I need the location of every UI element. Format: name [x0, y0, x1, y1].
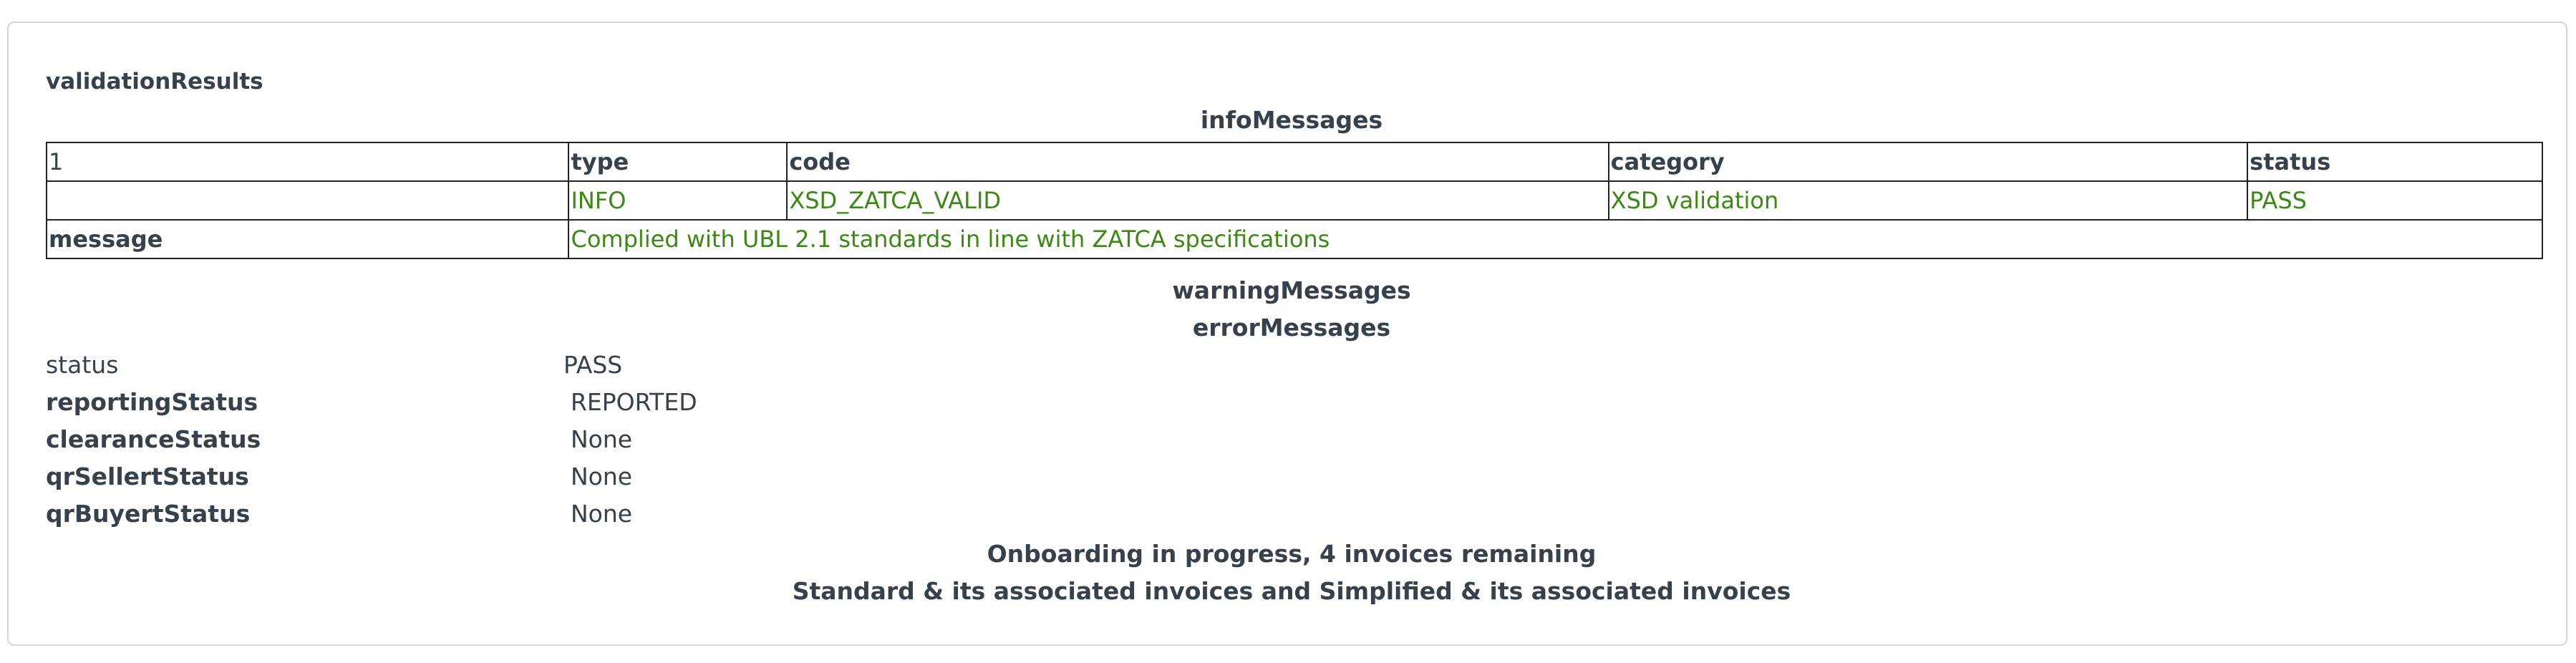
validation-card: validationResults infoMessages 1 type co…: [7, 21, 2567, 646]
column-code-header: code: [786, 142, 1609, 182]
info-messages-heading: infoMessages: [1200, 106, 1383, 134]
column-category-header: category: [1607, 142, 2249, 182]
type-cell: INFO: [568, 180, 788, 221]
table-row: INFO XSD_ZATCA_VALID XSD validation PASS: [45, 180, 2543, 221]
qr-seller-status-label: qrSellertStatus: [46, 463, 249, 490]
qr-buyer-status-value: None: [571, 500, 633, 528]
code-cell: XSD_ZATCA_VALID: [786, 180, 1609, 221]
onboarding-invoice-types-text: Standard & its associated invoices and S…: [792, 577, 1791, 605]
qr-buyer-status-label: qrBuyertStatus: [46, 500, 251, 528]
status-value: PASS: [563, 351, 623, 379]
info-messages-table: 1 type code category status INFO XSD_ZAT…: [45, 142, 2543, 259]
status-cell: PASS: [2247, 180, 2543, 221]
qr-seller-status-value: None: [571, 463, 633, 490]
table-header-row: 1 type code category status: [45, 142, 2543, 182]
column-index-header: 1: [45, 142, 570, 182]
message-row: message Complied with UBL 2.1 standards …: [45, 219, 2543, 259]
section-title: validationResults: [46, 69, 263, 95]
category-cell: XSD validation: [1607, 180, 2249, 221]
onboarding-progress-text: Onboarding in progress, 4 invoices remai…: [987, 540, 1597, 568]
reporting-status-value: REPORTED: [571, 388, 697, 416]
warning-messages-heading: warningMessages: [1172, 276, 1411, 304]
reporting-status-label: reportingStatus: [46, 388, 258, 416]
status-label: status: [46, 351, 119, 379]
clearance-status-label: clearanceStatus: [46, 425, 261, 453]
error-messages-heading: errorMessages: [1192, 314, 1391, 342]
column-status-header: status: [2247, 142, 2543, 182]
column-type-header: type: [568, 142, 788, 182]
clearance-status-value: None: [571, 425, 633, 453]
message-value: Complied with UBL 2.1 standards in line …: [568, 219, 2543, 259]
row-index-cell: [45, 180, 570, 221]
message-label: message: [45, 219, 570, 259]
